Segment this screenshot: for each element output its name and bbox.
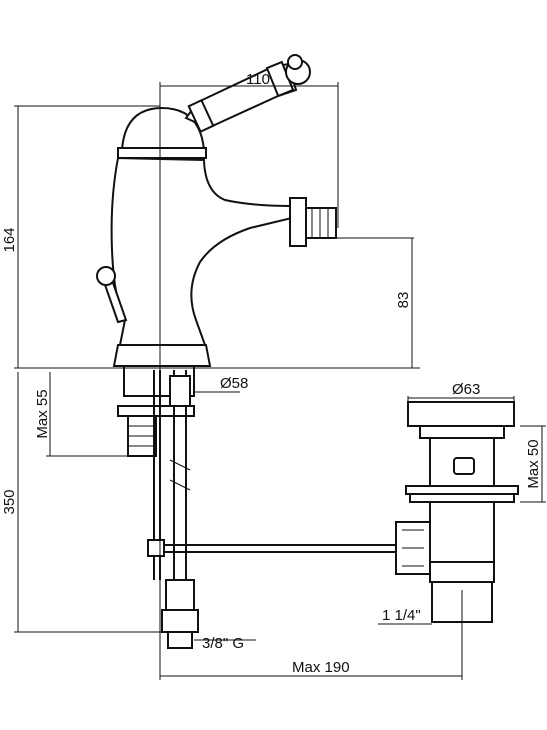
center-lines — [159, 82, 463, 680]
spout-nozzle — [289, 197, 337, 247]
dimension-lines — [14, 82, 546, 677]
lever-handle — [184, 54, 311, 133]
dim-max-55: Max 55 — [34, 389, 51, 438]
drain-assembly — [395, 401, 519, 623]
dim-base-diameter: Ø58 — [220, 375, 248, 392]
dim-thread-drain: 1 1/4" — [382, 607, 421, 624]
dim-max-50: Max 50 — [525, 439, 542, 488]
popup-knob — [96, 266, 128, 324]
dim-drain-diameter: Ø63 — [452, 381, 480, 398]
dim-total-350: 350 — [1, 489, 18, 514]
under-sink-assembly — [117, 365, 410, 649]
dim-spout-height: 83 — [395, 292, 412, 309]
dim-height-total: 164 — [1, 227, 18, 252]
faucet-body — [110, 106, 293, 367]
dim-max-190: Max 190 — [292, 659, 350, 676]
dim-thread-inlet: 3/8" G — [202, 635, 244, 652]
dimension-labels: 110 164 83 Max 55 Ø58 350 Ø63 Max 50 1 1… — [1, 71, 542, 676]
dim-width-top: 110 — [246, 71, 270, 88]
